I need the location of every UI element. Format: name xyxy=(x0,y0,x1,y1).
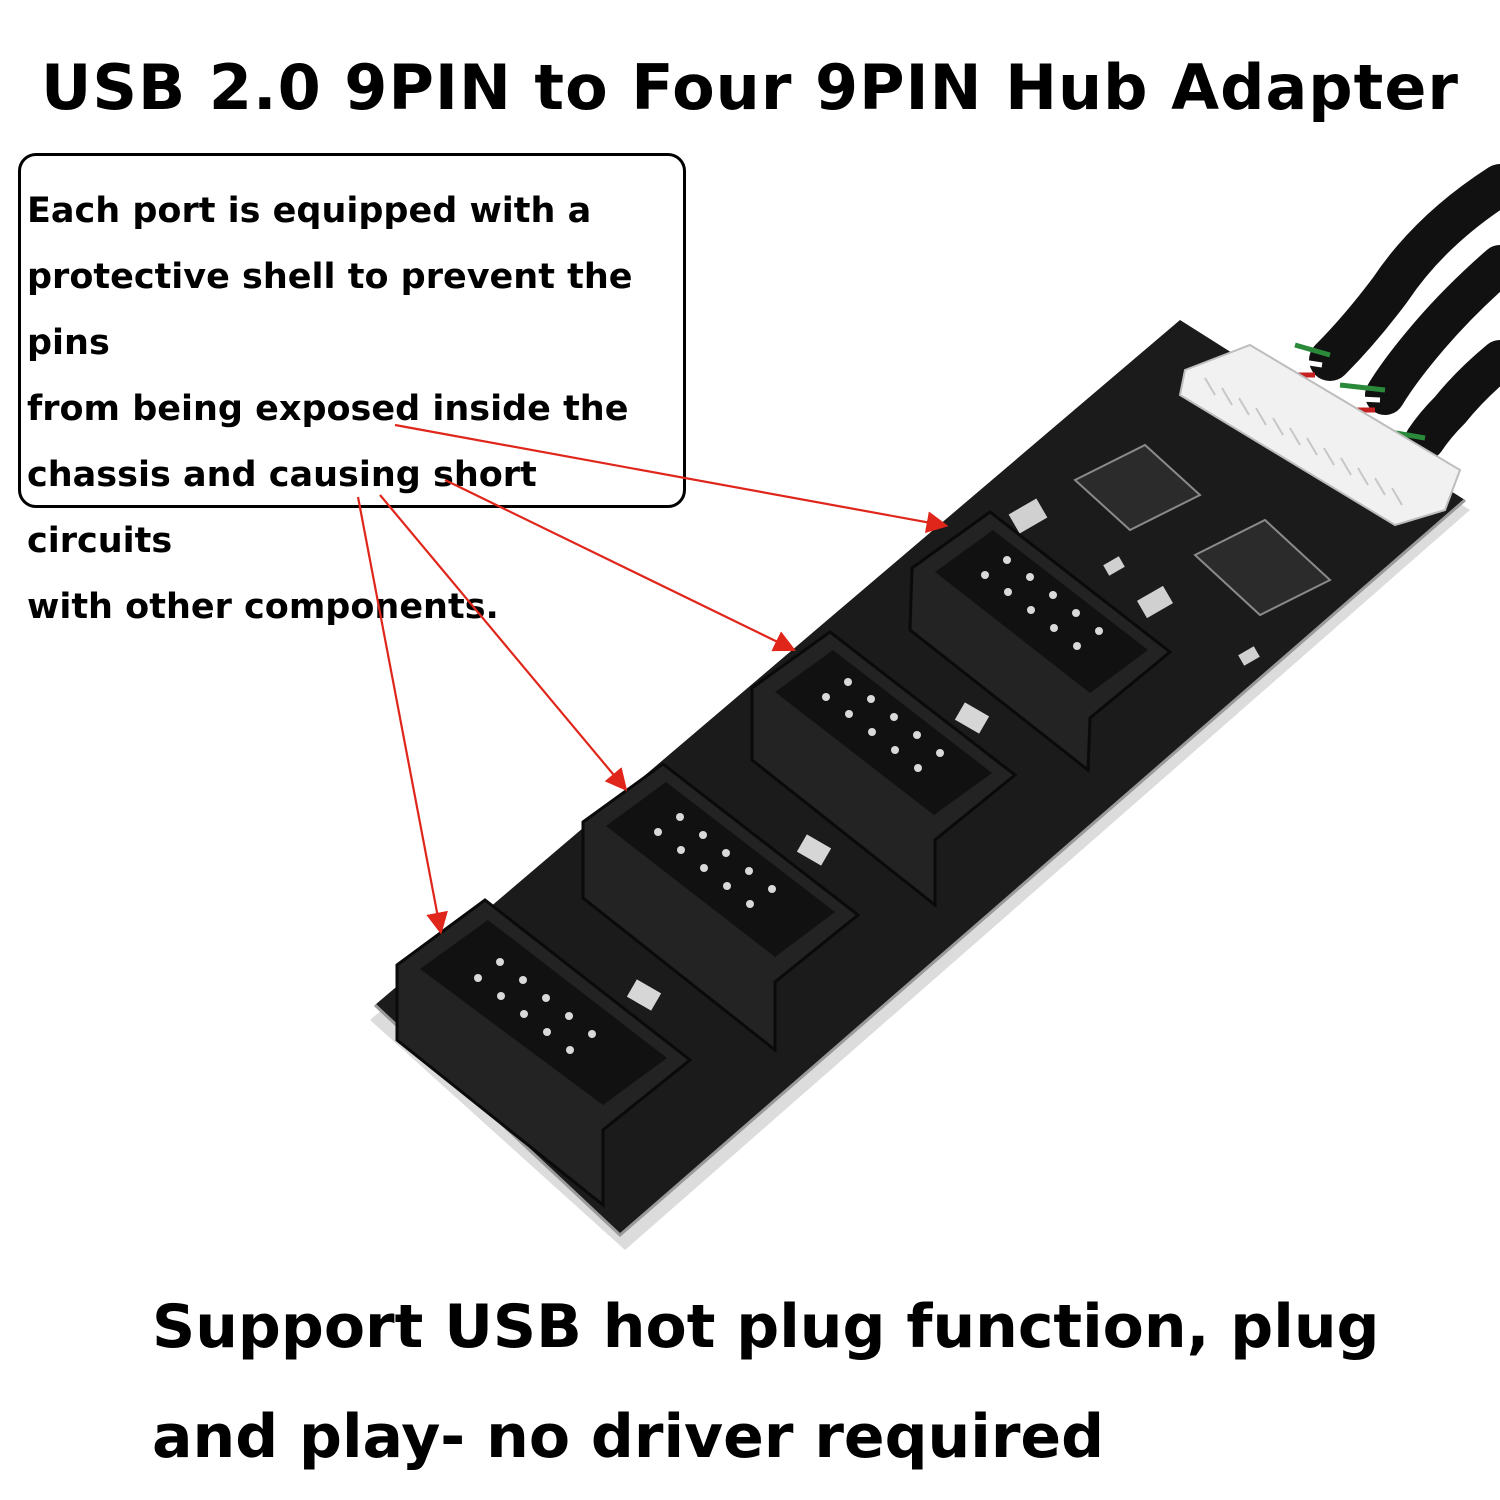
footer-text: Support USB hot plug function, plug and … xyxy=(152,1272,1472,1492)
capacitor-c12 xyxy=(626,979,662,1011)
cable-bundle xyxy=(1288,164,1500,460)
callout-line-2: protective shell to prevent the pins xyxy=(27,257,633,363)
footer-line-2: and play- no driver required xyxy=(152,1402,1105,1472)
callout-line-5: with other components. xyxy=(27,587,499,627)
white-header-plug xyxy=(1178,343,1462,527)
callout-line-1: Each port is equipped with a xyxy=(27,191,592,231)
port-connector-3 xyxy=(750,630,1018,909)
page-title: USB 2.0 9PIN to Four 9PIN Hub Adapter xyxy=(41,51,1459,124)
callout-line-4: chassis and causing short circuits xyxy=(27,455,537,561)
port-connector-2 xyxy=(581,762,861,1054)
capacitor-c17 xyxy=(954,702,990,734)
feature-callout-box: Each port is equipped with a protective … xyxy=(18,153,686,627)
callout-line-3: from being exposed inside the xyxy=(27,389,629,429)
capacitor-c9 xyxy=(796,834,832,866)
footer-line-1: Support USB hot plug function, plug xyxy=(152,1292,1380,1362)
port-connector-1 xyxy=(395,898,693,1209)
ic-chip-2 xyxy=(1193,518,1332,617)
port-connector-4 xyxy=(908,510,1173,773)
ic-chip-1 xyxy=(1073,443,1202,532)
